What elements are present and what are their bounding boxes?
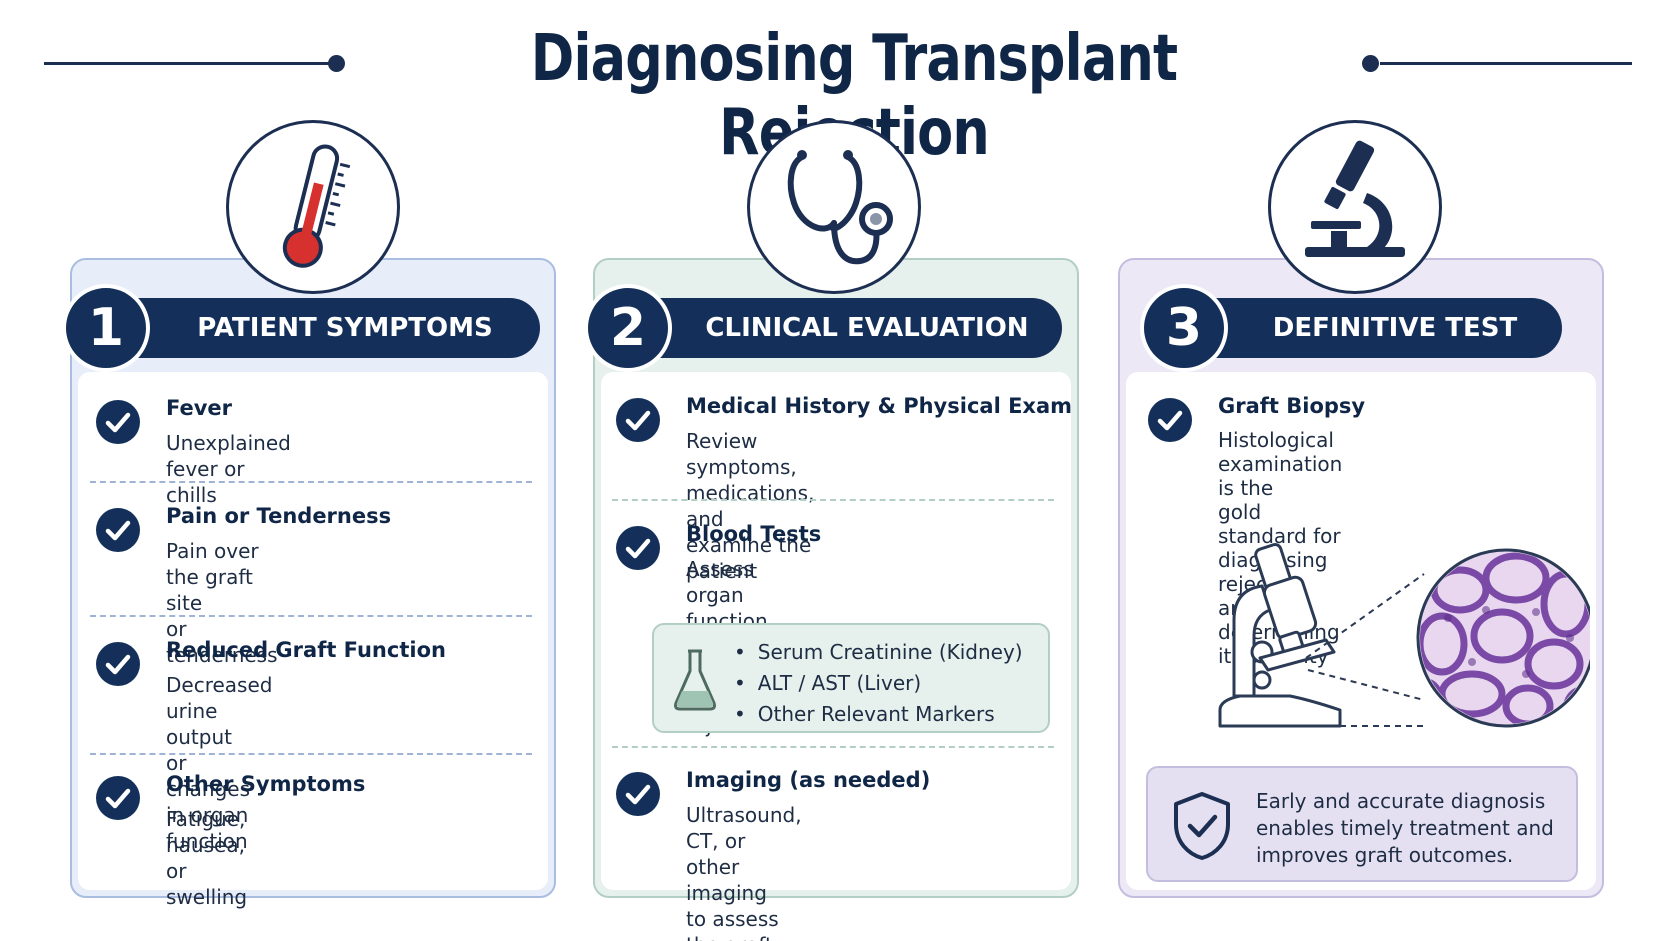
item-description: Ultrasound, CT, or other imaging to asse… (686, 803, 802, 941)
checkmark-icon (96, 776, 140, 820)
panel-patient-symptoms (70, 258, 556, 898)
item-title: Pain or Tenderness (166, 504, 392, 528)
step-3-header: 3 DEFINITIVE TEST (1140, 284, 1562, 372)
item-description: Unexplained fever or chills (166, 431, 291, 507)
title-rule-right (1380, 62, 1632, 65)
item-description: Decreased urine output or changes in org… (166, 673, 273, 853)
item-title: Imaging (as needed) (686, 768, 931, 792)
flask-icon (674, 649, 716, 711)
step-2-header: 2 CLINICAL EVALUATION (584, 284, 1062, 372)
divider (612, 499, 1054, 501)
blood-markers-box: Serum Creatinine (Kidney) ALT / AST (Liv… (652, 623, 1050, 733)
step-2-number: 2 (584, 284, 672, 372)
step-1-number: 1 (62, 284, 150, 372)
conclusion-text: Early and accurate diagnosis enables tim… (1256, 789, 1554, 867)
item-description: Pain over the graft site or tenderness (166, 539, 278, 667)
marker-item: Serum Creatinine (Kidney) (734, 637, 1023, 668)
step-3-number: 3 (1140, 284, 1228, 372)
checkmark-icon (616, 772, 660, 816)
shield-check-icon (1174, 792, 1230, 860)
checkmark-icon (1148, 398, 1192, 442)
checkmark-icon (96, 642, 140, 686)
step-1-header: 1 PATIENT SYMPTOMS (62, 284, 540, 372)
item-title: Graft Biopsy (1218, 394, 1366, 418)
microscope-icon (1268, 120, 1442, 294)
divider (612, 746, 1054, 748)
title-dot-right (1362, 55, 1379, 72)
marker-item: Other Relevant Markers (734, 699, 1023, 730)
step-1-label: PATIENT SYMPTOMS (197, 313, 493, 343)
divider (90, 615, 532, 617)
item-title: Other Symptoms (166, 772, 366, 796)
title-row: Diagnosing Transplant Rejection (0, 18, 1672, 170)
checkmark-icon (616, 526, 660, 570)
markers-list: Serum Creatinine (Kidney) ALT / AST (Liv… (734, 637, 1023, 730)
checkmark-icon (96, 400, 140, 444)
item-title: Blood Tests (686, 522, 822, 546)
divider (90, 481, 532, 483)
biopsy-microscope-illustration (1218, 543, 1590, 728)
divider (90, 753, 532, 755)
item-title: Reduced Graft Function (166, 638, 446, 662)
checkmark-icon (616, 398, 660, 442)
marker-item: ALT / AST (Liver) (734, 668, 1023, 699)
title-dot-left (328, 55, 345, 72)
conclusion-callout: Early and accurate diagnosis enables tim… (1146, 766, 1578, 882)
stethoscope-icon (747, 120, 921, 294)
item-title: Fever (166, 396, 233, 420)
thermometer-icon (226, 120, 400, 294)
step-2-label: CLINICAL EVALUATION (705, 313, 1029, 343)
item-description: Fatigue, nausea, or swelling (166, 807, 248, 909)
panel-body (78, 372, 548, 890)
checkmark-icon (96, 508, 140, 552)
item-description: Review symptoms, medications, and examin… (686, 429, 815, 583)
step-3-label: DEFINITIVE TEST (1272, 313, 1518, 343)
title-rule-left (44, 62, 334, 65)
item-title: Medical History & Physical Exam (686, 394, 1073, 418)
